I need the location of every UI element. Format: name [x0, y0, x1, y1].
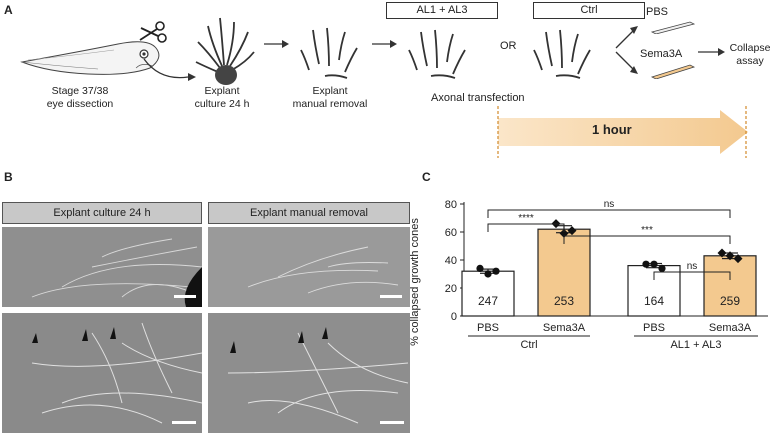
panel-a-letter: A: [4, 3, 13, 17]
panel-b-letter: B: [4, 170, 13, 184]
header-explant-culture: Explant culture 24 h: [2, 202, 202, 224]
split-arrows-icon: [615, 26, 638, 74]
micrograph-culture-bottom: [2, 313, 202, 433]
ctrl-box: Ctrl: [533, 2, 645, 19]
n-label: 259: [720, 294, 740, 308]
n-label: 253: [554, 294, 574, 308]
bar: [703, 255, 757, 317]
panel-c-letter: C: [422, 170, 431, 184]
stage-caption-line1: Stage 37/38: [51, 85, 109, 97]
arrow-icon: [264, 40, 289, 48]
stage-caption: Stage 37/38 eye dissection: [30, 85, 130, 111]
time-label: 1 hour: [592, 122, 632, 137]
collapse-caption: Collapse assay: [722, 42, 778, 68]
pipette-sema-icon: [650, 64, 696, 79]
curved-arrow-icon: [143, 58, 196, 81]
sig-bracket-ctrl: [487, 223, 565, 232]
culture-caption-line2: culture 24 h: [194, 98, 250, 110]
data-point: [658, 264, 666, 272]
data-point: [476, 264, 484, 272]
al1-al3-box: AL1 + AL3: [386, 2, 498, 19]
sig-bracket-cross: [563, 235, 731, 244]
data-point: [717, 248, 727, 258]
category-label: Sema3A: [709, 322, 752, 334]
y-axis-label-wrap: % collapsed growth cones: [404, 210, 424, 360]
header-explant-removal: Explant manual removal: [208, 202, 410, 224]
sig-bracket-al-label: ns: [687, 261, 698, 272]
collapse-caption-line2: assay: [736, 55, 764, 67]
sig-bracket-top-label: ns: [604, 199, 615, 210]
stage-caption-line2: eye dissection: [46, 98, 114, 110]
data-point: [567, 226, 577, 236]
y-tick-label: 0: [451, 311, 457, 323]
transfection-label: Axonal transfection: [431, 92, 525, 104]
data-point: [650, 260, 658, 268]
or-text: OR: [500, 40, 517, 52]
n-label: 164: [644, 294, 664, 308]
y-tick-label: 60: [445, 227, 457, 239]
micrograph-culture-top: [2, 227, 202, 307]
arrow-icon: [372, 40, 397, 48]
micrograph-removal-top: [208, 227, 410, 307]
pbs-label: PBS: [646, 6, 669, 18]
group-ctrl-label: Ctrl: [520, 339, 537, 351]
n-label: 247: [478, 294, 498, 308]
data-point: [733, 254, 743, 264]
category-label: PBS: [643, 322, 665, 334]
removal-caption-line2: manual removal: [292, 98, 368, 110]
micrograph-removal-bottom: [208, 313, 410, 433]
sig-bracket-al: [653, 271, 731, 280]
data-point: [725, 251, 735, 261]
culture-caption: Explant culture 24 h: [182, 85, 262, 111]
sig-bracket-top: [487, 209, 731, 218]
y-axis-label: % collapsed growth cones: [409, 218, 421, 346]
scissors-icon: [139, 21, 167, 43]
data-point: [642, 260, 650, 268]
y-tick-label: 40: [445, 255, 457, 267]
y-tick-label: 20: [445, 283, 457, 295]
transfected-axons-illustration: [408, 29, 466, 79]
removal-caption: Explant manual removal: [288, 85, 372, 111]
group-al-label: AL1 + AL3: [670, 339, 721, 351]
data-point: [484, 270, 492, 278]
data-point: [492, 267, 500, 275]
explant-illustration: [195, 17, 255, 85]
removal-caption-line1: Explant: [312, 85, 348, 97]
y-tick-label: 80: [445, 199, 457, 211]
axons-illustration: [300, 27, 358, 79]
tadpole-illustration: [20, 41, 160, 75]
category-label: PBS: [477, 322, 499, 334]
time-arrow: [497, 106, 748, 158]
sig-bracket-ctrl-label: ****: [518, 213, 534, 224]
category-label: Sema3A: [543, 322, 586, 334]
sema-label: Sema3A: [640, 48, 683, 60]
bar: [461, 270, 515, 317]
sig-bracket-cross-label: ***: [641, 225, 653, 236]
ctrl-axons-illustration: [533, 29, 591, 79]
culture-caption-line1: Explant: [204, 85, 240, 97]
collapse-caption-line1: Collapse: [729, 42, 771, 54]
pipette-pbs-icon: [650, 21, 696, 34]
arrow-icon: [698, 48, 725, 56]
